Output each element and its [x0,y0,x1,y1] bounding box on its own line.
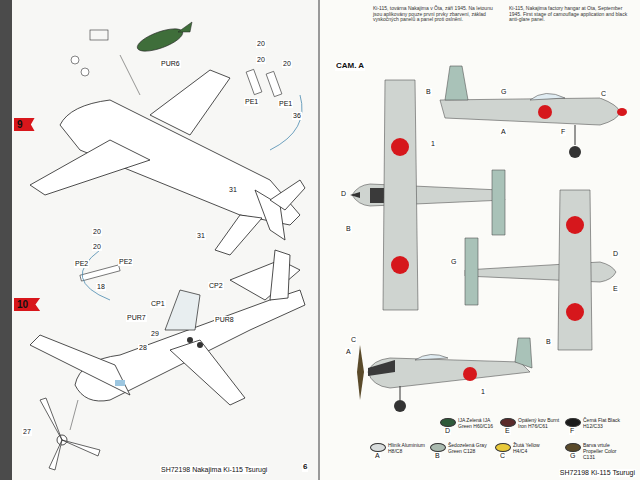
callout-label: E [504,427,511,435]
callout-label: 31 [228,186,238,194]
callout-label: 27 [22,428,32,436]
color-swatch [495,443,511,452]
color-swatch [500,418,516,427]
callout-label: C [499,452,506,460]
step-number: 9 [17,119,23,130]
callout-label: SH72198 Ki-115 Tsurugi [559,469,636,477]
legend-text: Opálený kov Burnt Iron H76/C61 [518,418,560,430]
callout-label: PE2 [118,258,133,266]
callout-label: C [600,90,607,98]
callout-label: 1 [480,388,486,396]
callout-label: 20 [282,60,292,68]
legend-entry: Šedozelená Gray Green C128 [430,443,490,455]
callout-label: E [612,285,619,293]
callout-label: D [612,250,619,258]
callout-label: A [345,348,352,356]
color-swatch [370,443,386,452]
callout-label: B [545,338,552,346]
callout-label: 31 [196,232,206,240]
callout-label: A [500,128,507,136]
color-swatch [565,418,581,427]
step-number: 10 [17,299,28,310]
callout-label: 28 [138,344,148,352]
callout-label: CP2 [208,282,224,290]
color-swatch [565,443,581,452]
callout-label: CP1 [150,300,166,308]
legend-text: IJA Zelená IJA Green H60/C16 [458,418,500,430]
callout-label: F [569,427,575,435]
callout-label: PUR8 [214,316,235,324]
callout-label: 6 [302,463,308,472]
color-swatch [430,443,446,452]
callout-label: D [444,427,451,435]
legend-text: Barva vrtule Propeller Color C131 [583,443,625,460]
callout-label: CAM. A [335,62,365,71]
callout-label: 20 [92,228,102,236]
color-swatch [440,418,456,427]
legend-text: Žlutá Yellow H4/C4 [513,443,555,455]
callout-label: 36 [292,112,302,120]
callout-label: 29 [150,330,160,338]
callout-label: B [425,88,432,96]
legend-text: Hliník Aluminium H8/C8 [388,443,430,455]
legend-text: Černá Flat Black H12/C33 [583,418,625,430]
callout-label: G [500,88,507,96]
legend-entry: IJA Zelená IJA Green H60/C16 [440,418,500,430]
callout-label: G [569,452,576,460]
legend-entry: Hliník Aluminium H8/C8 [370,443,430,455]
callout-label: PE1 [278,100,293,108]
callout-label: G [450,258,457,266]
callout-label: PUR6 [160,60,181,68]
caption-note: Ki-115, továrna Nakajima v Ōta, září 194… [372,6,502,23]
callout-label: A [374,452,381,460]
callout-label: PE2 [74,260,89,268]
callout-label: C [350,336,357,344]
callout-label: PUR7 [126,314,147,322]
legend-text: Šedozelená Gray Green C128 [448,443,490,455]
callout-label: 20 [256,56,266,64]
callout-label: 20 [256,40,266,48]
legend-entry: Opálený kov Burnt Iron H76/C61 [500,418,560,430]
callout-label: 1 [430,140,436,148]
callout-label: D [340,190,347,198]
callout-label: 20 [92,243,102,251]
callout-label: SH72198 Nakajima Ki-115 Tsurugi [160,466,268,474]
callout-label: F [560,128,566,136]
legend-entry: Černá Flat Black H12/C33 [565,418,625,430]
callout-label: B [434,452,441,460]
caption-note: Ki-115, Nakajima factory hangar at Ota, … [508,6,632,23]
callout-label: 18 [96,283,106,291]
legend-entry: Barva vrtule Propeller Color C131 [565,443,625,460]
legend-entry: Žlutá Yellow H4/C4 [495,443,555,455]
callout-label: B [345,225,352,233]
callout-label: PE1 [244,98,259,106]
